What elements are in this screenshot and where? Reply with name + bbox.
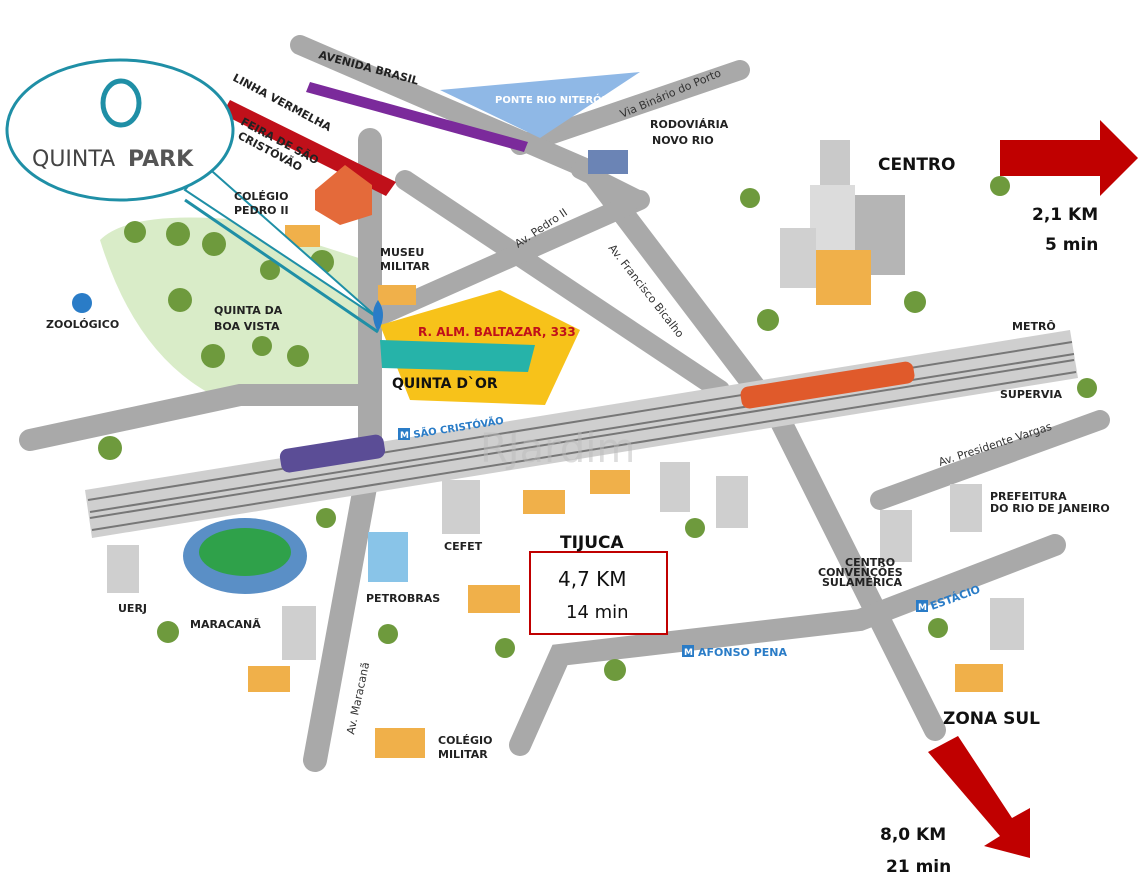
label-prefeitura-2: DO RIO DE JANEIRO: [990, 502, 1110, 515]
zona-sul-arrow-icon: [928, 736, 1030, 858]
label-metro: METRÔ: [1012, 320, 1056, 333]
label-ponte: PONTE RIO NITERÓI: [495, 93, 605, 106]
label-colegio-pedro-1: COLÉGIO: [234, 190, 288, 203]
label-zoologico: ZOOLÓGICO: [46, 318, 119, 331]
label-rodoviaria-2: NOVO RIO: [652, 134, 714, 147]
feira-building: [315, 165, 372, 225]
label-afonso-pena: AFONSO PENA: [698, 646, 787, 659]
svg-text:M: M: [684, 648, 693, 658]
metro-icon-afonso-pena: [682, 645, 694, 657]
label-museu-1: MUSEU: [380, 246, 424, 259]
label-centro-conv-2: CONVENÇÕES: [818, 566, 903, 579]
rodoviaria-bus: [588, 150, 628, 174]
label-uerj: UERJ: [118, 602, 147, 615]
svg-text:M: M: [400, 431, 409, 441]
location-pin-icon: [373, 300, 383, 332]
label-centro: CENTRO: [878, 155, 955, 175]
label-quinta-boa-1: QUINTA DA: [214, 304, 283, 317]
quintapark-s-icon: [100, 78, 142, 128]
centro-buildings: [780, 140, 905, 305]
label-museu-2: MILITAR: [380, 260, 430, 273]
label-quinta-boa-2: BOA VISTA: [214, 320, 280, 333]
label-cefet: CEFET: [444, 540, 483, 553]
trees: [98, 176, 1097, 681]
zona-sul-distance-km: 8,0 KM: [880, 825, 946, 845]
quintapark-site: [380, 340, 535, 372]
centro-distance-time: 5 min: [1045, 235, 1098, 255]
label-colegio-militar-2: MILITAR: [438, 748, 488, 761]
houses: [248, 225, 1003, 758]
logo-part2: PARK: [128, 147, 194, 172]
elephant-icon: [72, 293, 92, 313]
svg-text:M: M: [918, 603, 927, 613]
tijuca-distance-box: [529, 551, 668, 635]
label-quinta-dor: QUINTA D`OR: [392, 376, 498, 392]
buildings: [107, 462, 1024, 660]
label-tijuca: TIJUCA: [560, 533, 625, 553]
label-supervia: SUPERVIA: [1000, 388, 1063, 401]
label-rodoviaria-1: RODOVIÁRIA: [650, 118, 729, 131]
label-centro-conv-1: CENTRO: [845, 556, 895, 569]
metro-icon-sao-cristovao: [398, 428, 410, 440]
metro-train: [740, 361, 915, 409]
label-centro-conv-3: SULAMÉRICA: [822, 576, 902, 589]
centro-distance-km: 2,1 KM: [1032, 205, 1098, 225]
label-zona-sul: ZONA SUL: [943, 709, 1040, 729]
supervia-train: [279, 434, 386, 473]
centro-arrow-icon: [1000, 120, 1138, 196]
tijuca-distance-time: 14 min: [566, 602, 629, 623]
ponte-rio-niteroi: [440, 72, 640, 138]
label-maracana: MARACANÃ: [190, 618, 261, 631]
logo-part1: QUINTA: [32, 147, 115, 172]
avenida-brasil-road: [306, 82, 528, 152]
label-petrobras: PETROBRAS: [366, 592, 440, 605]
label-prefeitura-1: PREFEITURA: [990, 490, 1067, 503]
zona-sul-distance-time: 21 min: [886, 857, 951, 877]
watermark: RJardim: [480, 426, 635, 472]
label-colegio-militar-1: COLÉGIO: [438, 734, 492, 747]
tijuca-distance-km: 4,7 KM: [558, 567, 627, 591]
pin-connector: [184, 198, 379, 334]
quintapark-logo: QUINTA PARK: [5, 58, 379, 319]
label-colegio-pedro-2: PEDRO II: [234, 204, 289, 217]
label-address: R. ALM. BALTAZAR, 333: [418, 325, 576, 339]
metro-icon-estacio: [916, 600, 928, 612]
label-av-maracana: Av. Maracanã: [344, 661, 372, 736]
